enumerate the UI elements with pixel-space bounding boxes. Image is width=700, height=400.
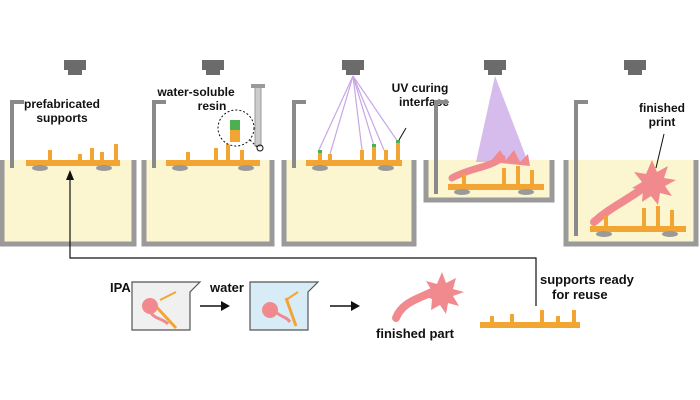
ipa-part bbox=[142, 298, 158, 314]
panel-1-prefabricated-supports: prefabricated supports bbox=[0, 60, 137, 247]
panel-3-uv-curing-interface: UV curing interface bbox=[281, 60, 449, 247]
panel-5-finished-print: finished print bbox=[563, 60, 699, 247]
vat-wall-5 bbox=[563, 160, 699, 247]
build-arm-3 bbox=[292, 100, 306, 168]
projector-icon bbox=[624, 60, 646, 75]
uv-rays bbox=[317, 75, 399, 155]
projector-icon bbox=[64, 60, 86, 75]
beaker-icon bbox=[249, 281, 320, 331]
build-arm-5 bbox=[574, 100, 588, 236]
label-finished-part: finished part bbox=[376, 326, 455, 341]
arrow-right-icon bbox=[200, 301, 230, 311]
water-beaker bbox=[249, 281, 320, 331]
syringe-icon bbox=[251, 84, 265, 147]
vat-wall-4 bbox=[423, 160, 555, 203]
projector-icon bbox=[202, 60, 224, 75]
vat-wall-1 bbox=[0, 160, 137, 247]
uv-light-cone bbox=[476, 76, 528, 162]
vat-wall-2 bbox=[141, 160, 275, 247]
return-line bbox=[69, 178, 537, 306]
label-supports-ready: supports ready bbox=[540, 272, 635, 287]
build-arm-1 bbox=[10, 100, 24, 168]
support-platform-1 bbox=[26, 144, 120, 171]
vat-wall-3 bbox=[281, 160, 417, 247]
ipa-beaker bbox=[131, 281, 202, 331]
label-supports: supports bbox=[36, 111, 88, 125]
support-platform-5 bbox=[590, 206, 686, 237]
label-resin: resin bbox=[198, 99, 227, 113]
finished-pointer-line bbox=[655, 133, 665, 169]
label-prefabricated: prefabricated bbox=[24, 97, 100, 111]
label-for-reuse: for reuse bbox=[552, 287, 608, 302]
label-ipa: IPA bbox=[110, 280, 131, 295]
reusable-supports bbox=[480, 310, 580, 328]
label-print: print bbox=[649, 115, 676, 129]
label-finished: finished bbox=[639, 101, 685, 115]
build-arm-4 bbox=[434, 100, 448, 194]
support-platform-4 bbox=[448, 166, 544, 195]
resin-vat-3 bbox=[284, 160, 414, 242]
magnifier-callout bbox=[217, 109, 264, 152]
reuse-return-loop bbox=[66, 170, 537, 306]
finished-print-shape bbox=[590, 160, 676, 226]
partial-print bbox=[448, 150, 530, 182]
water-part bbox=[262, 302, 278, 318]
projector-icon bbox=[484, 60, 506, 75]
label-uv-curing: UV curing bbox=[392, 81, 449, 95]
arrow-up-icon bbox=[66, 170, 74, 180]
uv-pointer-line bbox=[398, 127, 407, 141]
arrow-right-icon bbox=[330, 301, 360, 311]
beaker-icon bbox=[131, 281, 202, 331]
panel-2-water-soluble-resin: water-soluble resin bbox=[141, 60, 275, 247]
panel-4-printing bbox=[423, 60, 555, 203]
resin-vat-2 bbox=[144, 160, 272, 242]
label-water: water bbox=[209, 280, 244, 295]
build-arm-2 bbox=[152, 100, 166, 168]
finished-part-shape bbox=[392, 272, 464, 322]
resin-vat-1 bbox=[2, 160, 134, 242]
projector-icon bbox=[342, 60, 364, 75]
support-platform-3 bbox=[306, 140, 402, 171]
label-water-soluble: water-soluble bbox=[156, 85, 235, 99]
water-support-rod bbox=[284, 297, 298, 327]
